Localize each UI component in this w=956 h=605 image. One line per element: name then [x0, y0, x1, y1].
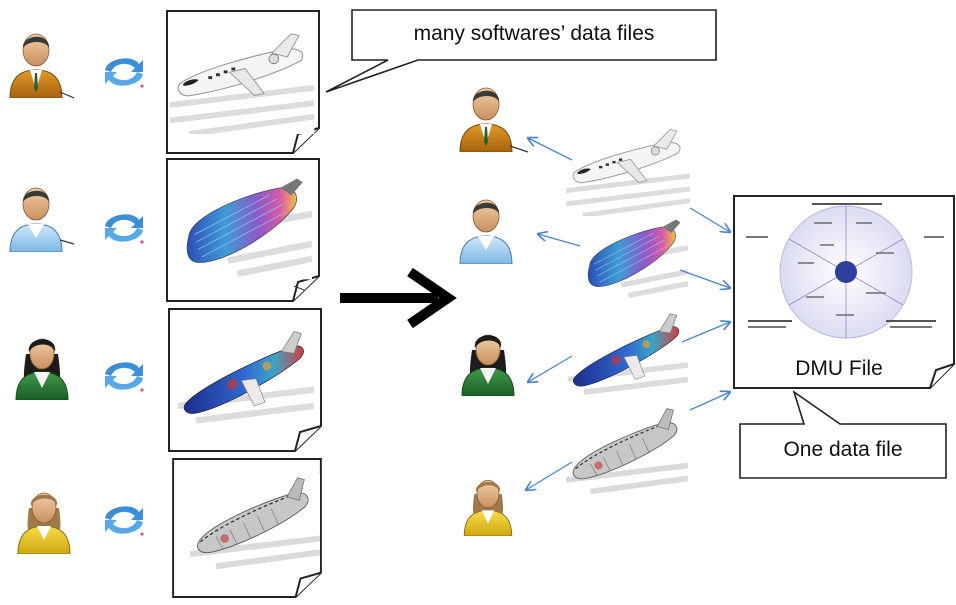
aircraft-model-image [170, 28, 315, 134]
callout-one-file-text: One data file [783, 438, 903, 461]
sync-icon [105, 506, 144, 536]
user-icon [463, 479, 513, 536]
left-row-3 [15, 308, 322, 452]
connectors-to-users [526, 138, 581, 490]
connectors-to-dmu [679, 207, 730, 411]
dmu-file-document [733, 195, 955, 389]
dmu-file-label: DMU File [795, 357, 883, 380]
aircraft-model-image [566, 125, 690, 216]
stress-analysis-image [178, 326, 314, 426]
cutaway-model-image [566, 405, 688, 494]
user-icon [459, 87, 513, 152]
callout-many-files [325, 9, 717, 93]
left-row-4 [17, 458, 322, 598]
right-arrow-icon [340, 267, 457, 329]
stress-analysis-image [568, 309, 688, 397]
callout-many-files-text: many softwares’ data files [413, 22, 655, 45]
knowledge-wheel-graphic [746, 203, 944, 339]
sync-icon [105, 58, 144, 88]
user-icon [17, 492, 71, 554]
user-icon [461, 334, 515, 396]
left-row-2 [9, 158, 320, 302]
sync-icon [105, 214, 144, 244]
left-row-1 [9, 10, 320, 154]
cutaway-model-image [190, 474, 320, 569]
callout-one-file [739, 390, 947, 479]
user-icon [459, 199, 513, 264]
user-icon [9, 33, 63, 98]
thermal-analysis-image [172, 177, 312, 280]
user-icon [15, 338, 69, 400]
user-icon [9, 187, 63, 252]
sync-icon [105, 362, 144, 392]
thermal-analysis-image [576, 218, 688, 300]
